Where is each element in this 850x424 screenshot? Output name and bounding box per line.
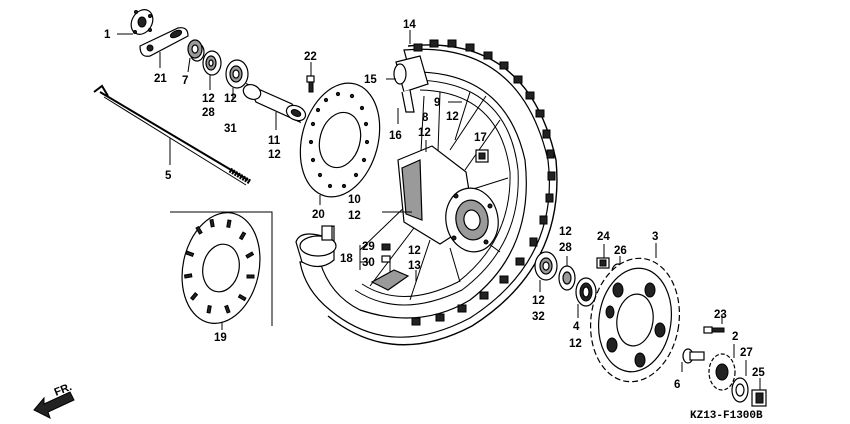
callout-11: 11 xyxy=(268,135,281,147)
callout-5: 5 xyxy=(165,170,172,182)
part-31-bearing xyxy=(225,59,249,100)
callout-6: 6 xyxy=(674,379,680,391)
callout-32: 32 xyxy=(532,311,545,323)
part-20-disc xyxy=(299,82,381,205)
callout-28: 28 xyxy=(559,242,572,254)
callout-27: 27 xyxy=(740,347,753,359)
part-2-sprocket xyxy=(708,344,736,391)
part-4-collar xyxy=(575,277,597,318)
diagram-code: KZ13-F1300B xyxy=(690,410,763,422)
callout-12: 12 xyxy=(532,295,545,307)
callout-15: 15 xyxy=(364,74,377,86)
part-7-collar xyxy=(187,39,205,73)
spokes xyxy=(359,91,509,301)
callout-10: 10 xyxy=(348,194,361,206)
part-16-band xyxy=(295,225,337,268)
callout-20: 20 xyxy=(312,209,325,221)
part-23-bolt xyxy=(703,314,725,334)
callout-12: 12 xyxy=(446,111,459,123)
callout-7: 7 xyxy=(182,75,188,87)
part-14-tire xyxy=(299,30,558,346)
callout-12: 12 xyxy=(348,210,361,222)
callout-12: 12 xyxy=(224,93,237,105)
callout-4: 4 xyxy=(573,321,580,333)
part-17-nut xyxy=(475,149,489,163)
callout-24: 24 xyxy=(597,231,610,243)
callout-1: 1 xyxy=(104,29,111,41)
callout-19: 19 xyxy=(214,332,227,344)
callout-12: 12 xyxy=(408,245,421,257)
part-5-axle xyxy=(93,84,252,186)
part-6-bolt xyxy=(681,348,705,372)
callout-8: 8 xyxy=(422,112,429,124)
callout-14: 14 xyxy=(403,19,416,31)
callout-29: 29 xyxy=(362,241,375,253)
callout-21: 21 xyxy=(154,73,167,85)
part-11-spacer xyxy=(242,82,307,130)
callout-31: 31 xyxy=(224,123,237,135)
rim xyxy=(354,79,519,306)
part-25-nut xyxy=(751,378,767,407)
part-28-seal xyxy=(558,256,576,291)
part-22-bolt xyxy=(306,62,315,93)
callout-25: 25 xyxy=(752,367,765,379)
part-1-washer xyxy=(117,9,154,35)
part-32-bearing xyxy=(534,251,558,292)
part-13-valve xyxy=(359,243,417,291)
callout-28: 28 xyxy=(202,107,215,119)
callout-12: 12 xyxy=(559,226,572,238)
part-19-disc-box xyxy=(170,211,273,330)
callout-2: 2 xyxy=(732,331,738,343)
callout-12: 12 xyxy=(418,127,431,139)
callout-13: 13 xyxy=(408,260,421,272)
callout-3: 3 xyxy=(652,231,658,243)
part-15-rim-lock xyxy=(386,55,429,124)
front-direction-arrow xyxy=(33,391,75,419)
part-3-sprocket xyxy=(589,243,681,383)
callout-22: 22 xyxy=(304,51,317,63)
callout-17: 17 xyxy=(474,132,487,144)
callout-16: 16 xyxy=(389,130,402,142)
part-24-nut xyxy=(596,244,610,269)
callout-9: 9 xyxy=(434,97,440,109)
callout-12: 12 xyxy=(202,93,215,105)
callout-12: 12 xyxy=(569,338,582,350)
callout-18: 18 xyxy=(340,253,353,265)
callout-26: 26 xyxy=(614,245,627,257)
callout-23: 23 xyxy=(714,309,727,321)
part-21-plate xyxy=(139,27,189,68)
callout-12: 12 xyxy=(268,149,281,161)
part-28-bearing xyxy=(202,50,222,90)
callout-30: 30 xyxy=(362,257,375,269)
front-label: FR. xyxy=(53,381,74,399)
part-27-washer xyxy=(731,360,749,403)
part-8-hub xyxy=(397,140,499,253)
